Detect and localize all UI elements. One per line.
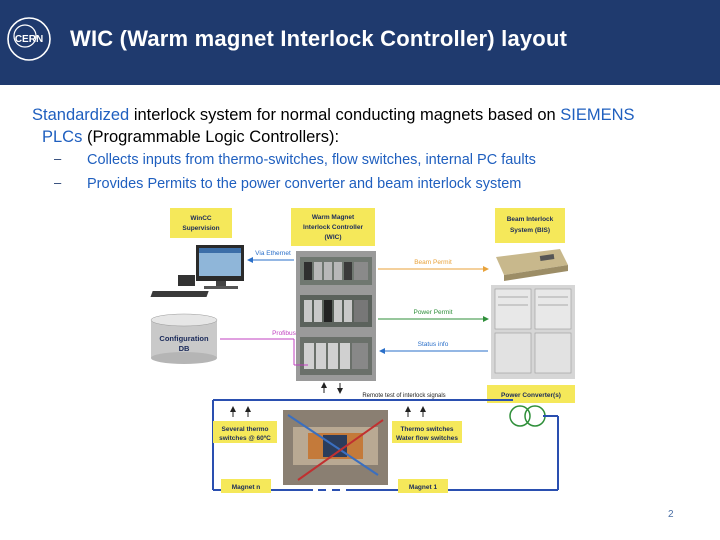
cern-logo: CERN — [7, 17, 51, 61]
wincc-label: WinCC Supervision — [170, 208, 232, 238]
thermo-left-2: switches @ 60ºC — [219, 435, 271, 442]
thermo-arrows — [230, 406, 426, 417]
via-ethernet-arrow: Via Ethernet — [247, 250, 294, 263]
db-label-2: DB — [179, 344, 190, 353]
magnet-photo — [283, 410, 388, 485]
bullet-highlight: Provides Permits — [87, 176, 197, 192]
bis-label: Beam Interlock System (BIS) — [495, 208, 565, 243]
supervision-text: Supervision — [182, 225, 219, 232]
bullet-text: to the power converter and beam interloc… — [196, 176, 522, 192]
remote-test-arrows: Remote test of interlock signals — [321, 382, 446, 399]
status-info-arrow: Status info — [379, 341, 488, 354]
power-permit-arrow: Power Permit — [378, 309, 489, 322]
title-bar: CERN WIC (Warm magnet Interlock Controll… — [0, 0, 720, 85]
magnet-n-label: Magnet n — [221, 479, 271, 493]
computer-icon — [150, 245, 244, 297]
bullet-dash: – — [54, 151, 62, 166]
wic-layout-diagram: WinCC Supervision Configuration DB Warm … — [150, 208, 575, 493]
thermo-left-1: Several thermo — [222, 426, 269, 433]
magnet-1-label: Magnet 1 — [398, 479, 448, 493]
power-permit-text: Power Permit — [413, 309, 452, 316]
bis-label-2: System (BIS) — [510, 227, 550, 234]
thermo-right-2: Water flow switches — [396, 435, 458, 442]
wic-label-1: Warm Magnet — [312, 214, 355, 221]
bis-device-photo — [496, 249, 568, 281]
magnet-n-text: Magnet n — [232, 484, 261, 491]
wic-label-3: (WIC) — [325, 234, 342, 241]
database-icon: Configuration DB — [150, 313, 218, 364]
wic-label: Warm Magnet Interlock Controller (WIC) — [291, 208, 375, 246]
wincc-text: WinCC — [190, 215, 212, 222]
intro-paragraph: Standardized interlock system for normal… — [32, 104, 702, 148]
status-info-text: Status info — [418, 341, 449, 348]
power-converter-text: Power Converter(s) — [501, 392, 561, 399]
power-converter-photo — [491, 285, 575, 379]
remote-test-text: Remote test of interlock signals — [362, 393, 445, 399]
bullet-dash: – — [54, 175, 62, 190]
cern-logo-text: CERN — [15, 34, 43, 45]
wic-label-2: Interlock Controller — [303, 224, 363, 231]
page-number: 2 — [668, 509, 674, 520]
bullet-highlight: Collects inputs — [87, 152, 182, 168]
plc-rack-photo — [296, 251, 376, 381]
beam-permit-text: Beam Permit — [414, 259, 452, 266]
thermo-right-label: Thermo switches Water flow switches — [392, 421, 462, 443]
intro-text-2: (Programmable Logic Controllers): — [82, 128, 340, 146]
via-ethernet-text: Via Ethernet — [255, 250, 291, 257]
profibus-link: Profibus — [220, 330, 308, 366]
bullet-text: from thermo-switches, flow switches, int… — [181, 152, 536, 168]
power-converter-label: Power Converter(s) — [487, 385, 575, 403]
magnet-1-text: Magnet 1 — [409, 484, 438, 491]
intro-standardized: Standardized — [32, 106, 130, 124]
intro-siemens: SIEMENS — [560, 106, 635, 124]
thermo-left-label: Several thermo switches @ 60ºC — [213, 421, 277, 443]
intro-plcs: PLCs — [42, 128, 83, 146]
thermo-right-1: Thermo switches — [400, 426, 453, 433]
db-label-1: Configuration — [159, 334, 209, 343]
intro-text-1: interlock system for normal conducting m… — [129, 106, 561, 124]
power-converter-symbol — [509, 405, 546, 427]
beam-permit-arrow: Beam Permit — [378, 259, 489, 272]
page-title: WIC (Warm magnet Interlock Controller) l… — [70, 26, 568, 51]
profibus-text: Profibus — [272, 330, 297, 337]
bis-label-1: Beam Interlock — [507, 216, 554, 223]
